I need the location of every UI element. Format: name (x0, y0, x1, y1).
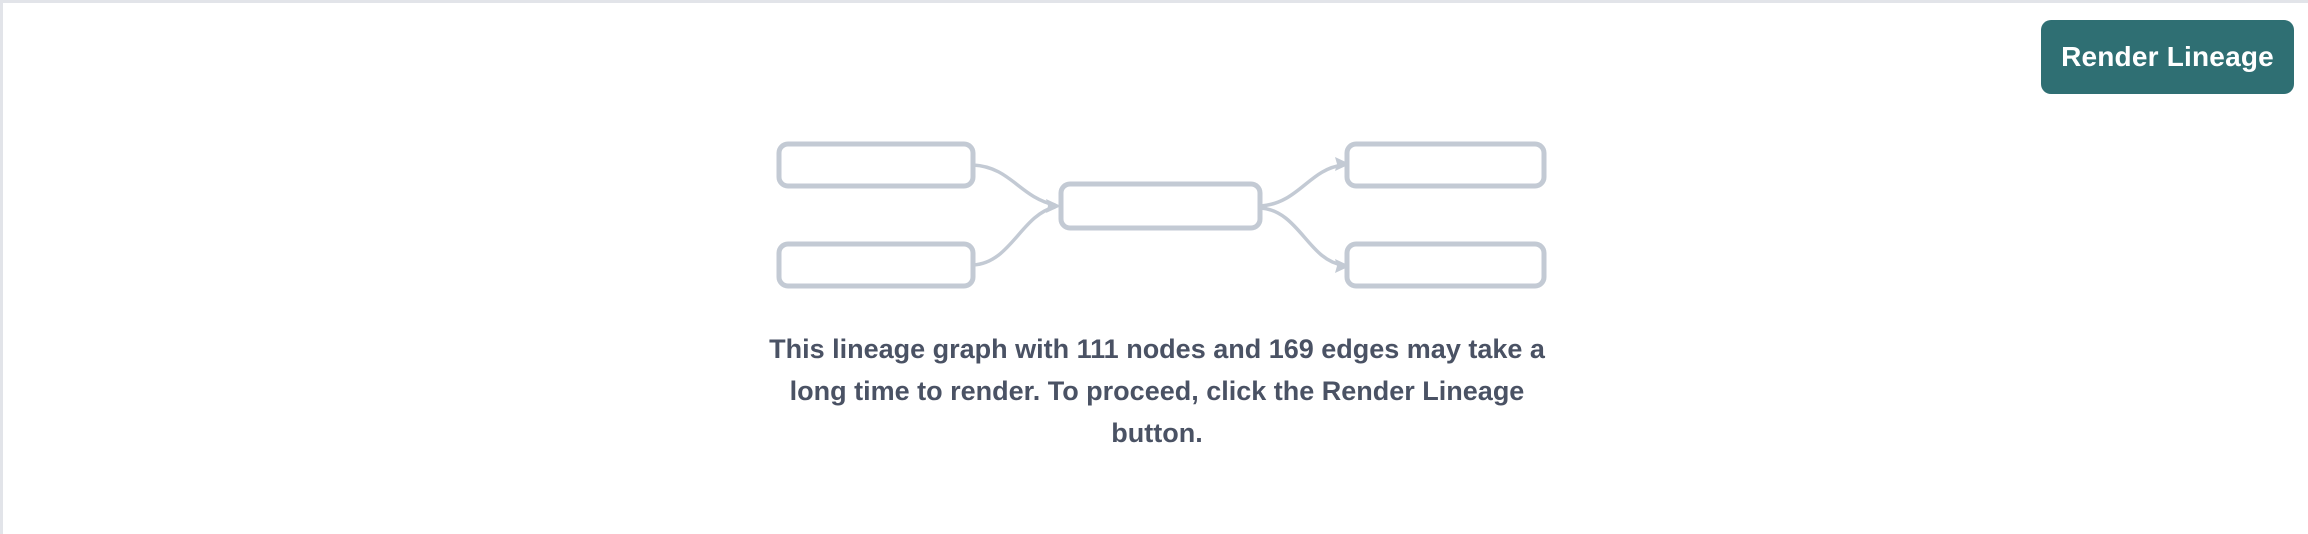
edge-center-to-right-top (1260, 163, 1344, 208)
lineage-node-right-bottom[interactable] (1344, 241, 1547, 289)
arrowhead-into-right-top (1335, 157, 1350, 171)
render-lineage-button[interactable]: Render Lineage (2041, 20, 2294, 94)
lineage-node-left-top[interactable] (776, 141, 976, 189)
lineage-warning-text: This lineage graph with 111 nodes and 16… (769, 334, 1545, 448)
lineage-node-right-top[interactable] (1344, 141, 1547, 189)
lineage-node-left-bottom[interactable] (776, 241, 976, 289)
edge-left-top-to-center (972, 163, 1056, 207)
arrowhead-into-right-bottom (1335, 259, 1350, 273)
lineage-warning-message: This lineage graph with 111 nodes and 16… (3, 328, 2308, 454)
lineage-node-center[interactable] (1058, 181, 1263, 231)
arrowhead-into-center (1046, 199, 1061, 213)
edge-center-to-right-bottom (1260, 206, 1344, 267)
lineage-graph-placeholder (743, 123, 1583, 293)
edge-left-bottom-to-center (972, 205, 1056, 267)
